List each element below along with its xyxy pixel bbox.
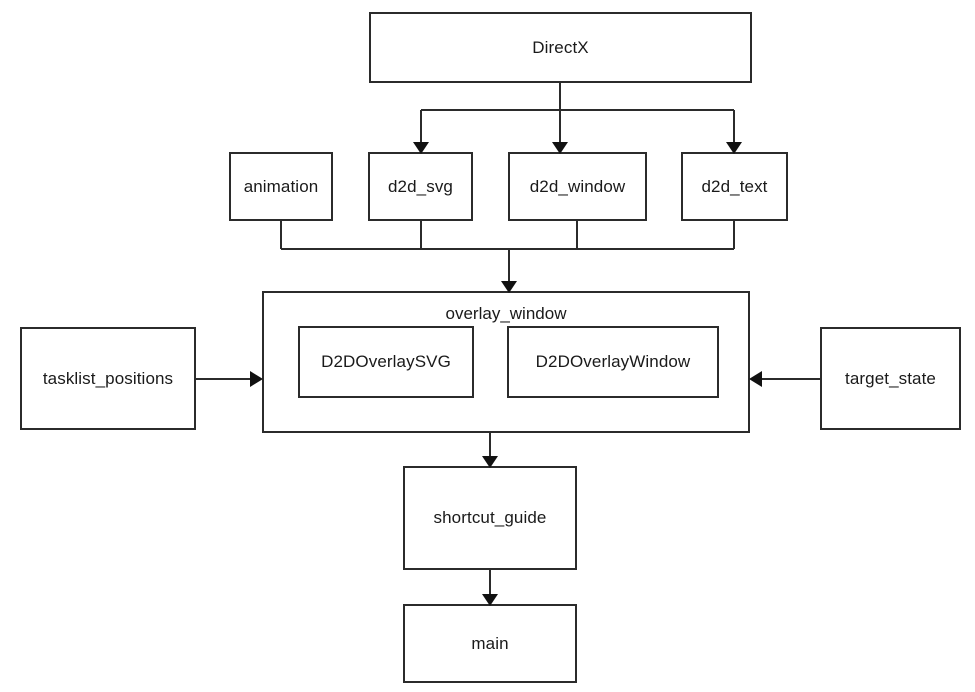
edge-row2-merge [280,221,735,293]
node-target-state[interactable]: target_state [820,327,961,430]
edge-targetstate-to-overlay [749,371,820,387]
edge-overlay-to-shortcutguide [482,433,498,468]
node-d2doverlaywindow[interactable]: D2DOverlayWindow [507,326,719,398]
node-d2d-svg[interactable]: d2d_svg [368,152,473,221]
node-directx[interactable]: DirectX [369,12,752,83]
node-animation[interactable]: animation [229,152,333,221]
edge-shortcutguide-to-main [482,570,498,606]
edge-tasklist-to-overlay [196,371,263,387]
edge-directx-fanout [413,83,742,154]
node-d2d-text[interactable]: d2d_text [681,152,788,221]
node-d2doverlaysvg[interactable]: D2DOverlaySVG [298,326,474,398]
cluster-overlay-window-label: overlay_window [445,304,567,323]
node-shortcut-guide[interactable]: shortcut_guide [403,466,577,570]
node-d2d-window[interactable]: d2d_window [508,152,647,221]
node-tasklist-positions[interactable]: tasklist_positions [20,327,196,430]
node-main[interactable]: main [403,604,577,683]
